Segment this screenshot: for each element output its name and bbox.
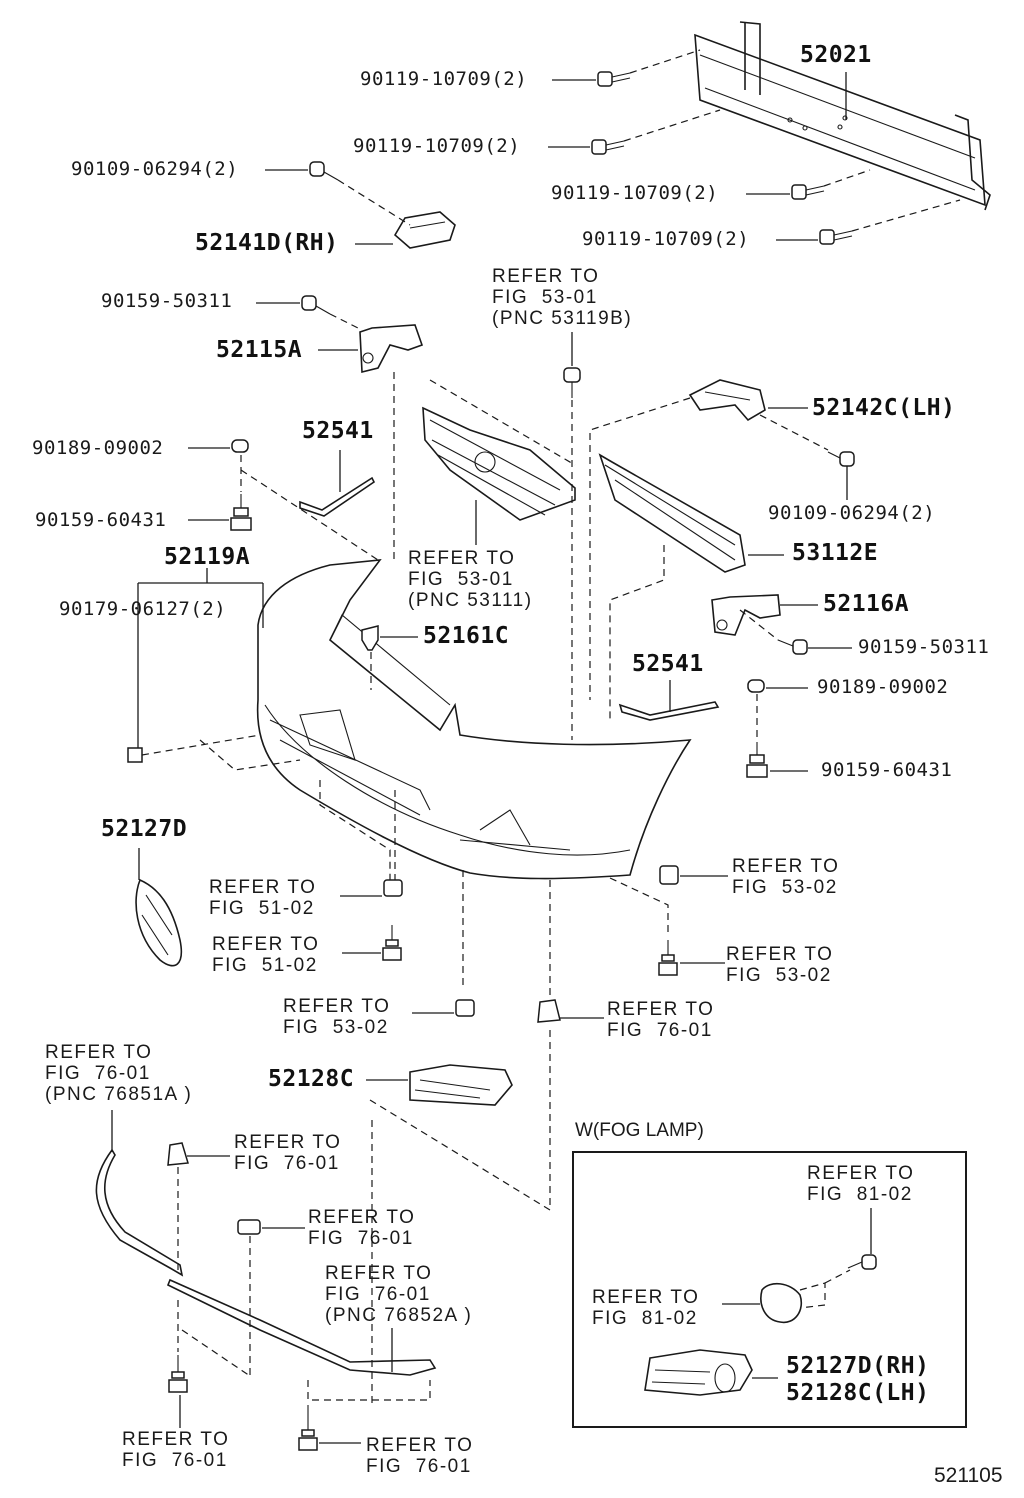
refer-to-fig-label[interactable]: REFER TO FIG 76-01 bbox=[308, 1207, 416, 1249]
refer-to-fig-label[interactable]: REFER TO FIG 53-02 bbox=[726, 944, 834, 986]
clip-icon bbox=[383, 879, 403, 897]
part-label-bolt[interactable]: 90119-10709(2) bbox=[551, 182, 719, 204]
part-label-bolt[interactable]: 90109-06294(2) bbox=[71, 158, 239, 180]
bolt-icon bbox=[298, 1405, 318, 1451]
part-label-52142c[interactable]: 52142C(LH) bbox=[812, 395, 956, 421]
refer-to-fig-label[interactable]: REFER TO FIG 76-01 (PNC 76852A ) bbox=[325, 1263, 473, 1326]
part-label-52116a[interactable]: 52116A bbox=[823, 591, 910, 617]
bracket-52141d[interactable] bbox=[393, 211, 456, 249]
part-label-nut[interactable]: 90189-09002 bbox=[817, 676, 949, 698]
refer-to-fig-label[interactable]: REFER TO FIG 81-02 bbox=[807, 1163, 915, 1205]
bumper-hole-cover-52128c[interactable] bbox=[409, 1064, 513, 1106]
clip-icon bbox=[659, 865, 679, 885]
part-label-52141d[interactable]: 52141D(RH) bbox=[195, 230, 339, 256]
part-label-52128c[interactable]: 52128C bbox=[268, 1066, 355, 1092]
part-label-bolt[interactable]: 90119-10709(2) bbox=[582, 228, 750, 250]
part-label-clip[interactable]: 90179-06127(2) bbox=[59, 598, 227, 620]
refer-to-fig-label[interactable]: REFER TO FIG 53-01 (PNC 53111) bbox=[408, 548, 533, 611]
radiator-grille[interactable] bbox=[422, 406, 576, 521]
screw-icon bbox=[847, 1254, 877, 1270]
bracket-52142c[interactable] bbox=[688, 379, 766, 422]
bumper-reinforcement-52021[interactable] bbox=[694, 21, 991, 211]
part-label-52161c[interactable]: 52161C bbox=[423, 623, 510, 649]
part-label-bolt[interactable]: 90119-10709(2) bbox=[360, 68, 528, 90]
retainer-52115a[interactable] bbox=[359, 324, 424, 374]
part-label-52115a[interactable]: 52115A bbox=[216, 337, 303, 363]
part-label-52127d[interactable]: 52127D bbox=[101, 816, 188, 842]
front-spoiler-left[interactable] bbox=[95, 1148, 184, 1277]
part-label-bolt[interactable]: 90119-10709(2) bbox=[353, 135, 521, 157]
clip-icon bbox=[361, 625, 379, 651]
moulding-52541-left bbox=[299, 476, 376, 517]
bolt-icon bbox=[658, 940, 678, 976]
fog-lamp-inset-frame bbox=[572, 1151, 967, 1428]
figure-code: 521105 bbox=[934, 1464, 1003, 1487]
part-label-53112e[interactable]: 53112E bbox=[792, 540, 879, 566]
refer-to-fig-label[interactable]: REFER TO FIG 76-01 bbox=[122, 1429, 230, 1471]
part-label-bolt[interactable]: 90159-60431 bbox=[821, 759, 953, 781]
refer-to-fig-label[interactable]: REFER TO FIG 51-02 bbox=[209, 877, 317, 919]
refer-to-fig-label[interactable]: REFER TO FIG 76-01 bbox=[607, 999, 715, 1041]
part-label-52541[interactable]: 52541 bbox=[302, 418, 374, 444]
clip-icon bbox=[537, 999, 561, 1023]
fog-lamp-inset-title: W(FOG LAMP) bbox=[575, 1120, 704, 1141]
refer-to-fig-label[interactable]: REFER TO FIG 81-02 bbox=[592, 1287, 700, 1329]
part-label-bolt[interactable]: 90109-06294(2) bbox=[768, 502, 936, 524]
part-label-nut[interactable]: 90189-09002 bbox=[32, 437, 164, 459]
part-label-52127d-rh[interactable]: 52127D(RH) bbox=[786, 1353, 930, 1379]
bolt-icon bbox=[746, 742, 768, 778]
fog-lamp[interactable] bbox=[760, 1282, 802, 1324]
clip-icon bbox=[455, 999, 475, 1017]
bumper-hole-cover-52127d[interactable] bbox=[135, 878, 182, 967]
refer-to-fig-label[interactable]: REFER TO FIG 76-01 bbox=[366, 1435, 474, 1477]
part-label-52021[interactable]: 52021 bbox=[800, 42, 872, 68]
bolt-icon bbox=[168, 1355, 188, 1393]
refer-to-fig-label[interactable]: REFER TO FIG 51-02 bbox=[212, 934, 320, 976]
bolt-icon bbox=[230, 494, 252, 531]
bolt-icon bbox=[591, 71, 853, 245]
refer-to-fig-label[interactable]: REFER TO FIG 53-02 bbox=[283, 996, 391, 1038]
front-bumper-cover-52119a[interactable] bbox=[256, 559, 692, 880]
fog-lamp-cover[interactable] bbox=[644, 1349, 753, 1396]
front-spoiler-right[interactable] bbox=[166, 1278, 437, 1376]
refer-to-fig-label[interactable]: REFER TO FIG 76-01 (PNC 76851A ) bbox=[45, 1042, 193, 1105]
retainer-52116a[interactable] bbox=[711, 594, 781, 636]
part-label-52541[interactable]: 52541 bbox=[632, 651, 704, 677]
refer-to-fig-label[interactable]: REFER TO FIG 76-01 bbox=[234, 1132, 342, 1174]
lower-grille-53112e[interactable] bbox=[598, 453, 746, 573]
part-label-screw[interactable]: 90159-50311 bbox=[858, 636, 990, 658]
refer-to-fig-label[interactable]: REFER TO FIG 53-02 bbox=[732, 856, 840, 898]
moulding-52541-right bbox=[618, 701, 720, 721]
clip-icon bbox=[167, 1142, 189, 1166]
bolt-icon bbox=[382, 925, 402, 961]
part-label-bolt[interactable]: 90159-60431 bbox=[35, 509, 167, 531]
part-label-52119a[interactable]: 52119A bbox=[164, 544, 251, 570]
part-label-52128c-lh[interactable]: 52128C(LH) bbox=[786, 1380, 930, 1406]
refer-to-fig-label[interactable]: REFER TO FIG 53-01 (PNC 53119B) bbox=[492, 266, 633, 329]
part-label-screw[interactable]: 90159-50311 bbox=[101, 290, 233, 312]
clip-icon bbox=[237, 1219, 261, 1235]
